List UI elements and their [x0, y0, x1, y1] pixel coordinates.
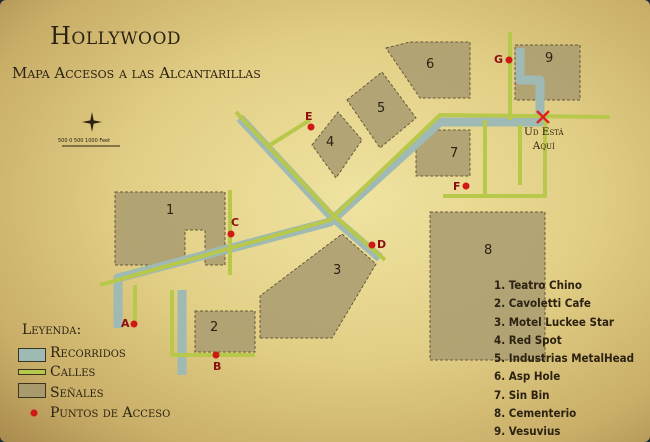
access-label-d: D [377, 238, 387, 251]
legend-label: Señales [50, 385, 104, 401]
block-number: 7 [450, 146, 459, 161]
you-are-here-x-icon [536, 110, 550, 124]
block-7 [415, 129, 471, 177]
location-item: 9. Vesuvius [494, 424, 561, 439]
block-number: 9 [545, 51, 554, 66]
access-label-c: C [231, 216, 240, 229]
location-item: 1. Teatro Chino [494, 278, 582, 292]
legend-swatch-streets [18, 369, 46, 375]
block-8 [429, 211, 546, 361]
access-point-d [368, 241, 376, 249]
block-3 [259, 233, 377, 339]
legend-title: Leyenda: [22, 322, 82, 338]
legend-swatch-signs [18, 383, 46, 398]
block-number: 4 [326, 135, 335, 150]
legend-swatch-routes [18, 348, 46, 362]
legend-label: Calles [50, 364, 96, 380]
legend-access-dot [30, 409, 38, 417]
you-are-here-line1: Ud Está [524, 126, 564, 138]
compass-rose-icon [82, 112, 102, 132]
access-label-e: E [305, 110, 313, 123]
block-number: 8 [484, 243, 493, 258]
location-item: 5. Industrias MetalHead [494, 351, 635, 366]
legend-label: Recorridos [50, 345, 126, 361]
location-item: 6. Asp Hole [494, 369, 561, 384]
access-label-a: A [121, 317, 130, 330]
block-number: 3 [333, 263, 342, 278]
access-label-b: B [213, 360, 222, 373]
access-label-g: G [494, 53, 504, 66]
access-point-a [130, 320, 138, 328]
block-2 [194, 310, 256, 353]
location-item: 7. Sin Bin [494, 387, 550, 402]
access-point-b [212, 351, 220, 359]
block-number: 5 [377, 101, 386, 116]
access-point-e [307, 123, 315, 131]
block-1 [114, 191, 226, 266]
map-title: Hollywood [50, 22, 182, 50]
access-point-f [462, 182, 470, 190]
location-item: 2. Cavoletti Cafe [494, 296, 591, 311]
scale-bar-label: 500 0 500 1000 Feet [58, 138, 111, 144]
block-4 [311, 111, 363, 179]
location-list: 1. Teatro Chino 2. Cavoletti Cafe 3. Mot… [494, 276, 634, 441]
block-9 [514, 44, 581, 101]
you-are-here-label: Ud Está Aquí [524, 125, 564, 153]
streets [99, 32, 611, 357]
block-5 [346, 71, 417, 149]
map-subtitle: Mapa Accesos a las Alcantarillas [12, 64, 261, 82]
you-are-here-line2: Aquí [532, 140, 555, 152]
access-point-g [505, 56, 513, 64]
access-label-f: F [453, 180, 461, 193]
location-item: 3. Motel Luckee Star [494, 314, 615, 329]
block-number: 6 [426, 57, 435, 72]
access-point-c [227, 230, 235, 238]
legend-label: Puntos de Acceso [50, 405, 171, 421]
location-item: 4. Red Spot [494, 332, 562, 347]
access-point-markers [130, 56, 513, 359]
block-number: 1 [166, 203, 175, 218]
block-number: 2 [210, 320, 219, 335]
location-item: 8. Cementerio [494, 406, 577, 421]
block-6 [385, 41, 471, 99]
